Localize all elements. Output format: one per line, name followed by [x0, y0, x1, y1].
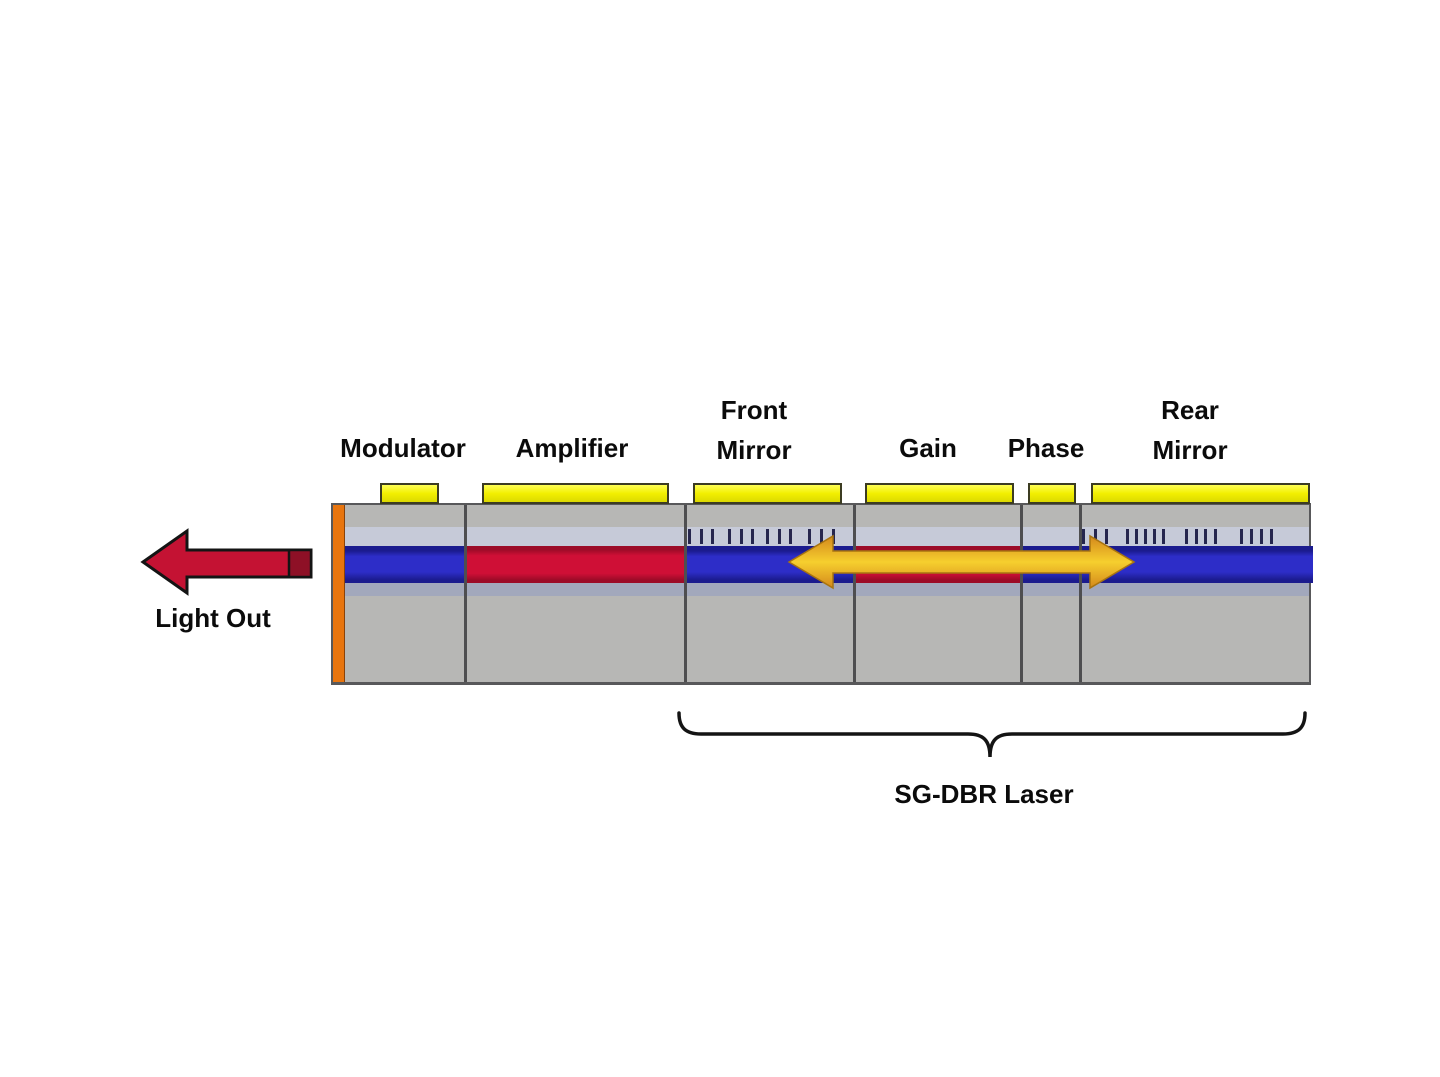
rear-mirror-grating-group: [1082, 529, 1108, 544]
grating-tick: [1105, 529, 1108, 544]
modulator-waveguide: [333, 546, 465, 583]
grating-tick: [820, 529, 823, 544]
section-divider: [684, 505, 687, 682]
light-out-label: Light Out: [155, 603, 271, 633]
rear-mirror-contact-pad: [1091, 483, 1310, 504]
grating-tick: [1093, 529, 1097, 544]
grating-tick: [1144, 529, 1147, 544]
grating-tick: [1240, 529, 1243, 544]
grating-tick: [1250, 529, 1253, 544]
phase-contact-pad: [1028, 483, 1076, 504]
grating-tick: [1185, 529, 1188, 544]
section-divider: [1020, 505, 1023, 682]
light-out-arrow: [140, 528, 313, 596]
grating-tick: [777, 529, 781, 544]
grating-tick: [751, 529, 754, 544]
phase-waveguide: [1021, 546, 1080, 583]
phase-label: Phase: [1007, 433, 1085, 463]
light-out-arrow-tail-segment: [287, 548, 313, 579]
front-mirror-grating-group: [808, 529, 835, 544]
waveguide-cladding-lower: [333, 583, 1309, 596]
front-mirror-grating-group: [728, 529, 754, 544]
rear-mirror-grating-group: [1126, 529, 1165, 544]
grating-tick: [688, 529, 691, 544]
grating-tick: [832, 529, 835, 544]
rear-mirror-label: Rear Mirror: [1152, 395, 1228, 465]
grating-tick: [728, 529, 731, 544]
grating-tick: [739, 529, 743, 544]
rear-mirror-waveguide: [1080, 546, 1313, 583]
gain-contact-pad: [865, 483, 1014, 504]
light-out-arrow-shape: [140, 528, 313, 596]
grating-tick: [1126, 529, 1129, 544]
sg-dbr-laser-label: SG-DBR Laser: [894, 779, 1074, 809]
grating-tick: [1082, 529, 1085, 544]
amplifier-label: Amplifier: [515, 433, 629, 463]
modulator-contact-pad: [380, 483, 439, 504]
laser-chip: [331, 483, 1313, 685]
grating-tick: [1153, 529, 1156, 544]
sg-dbr-brace: [677, 711, 1307, 758]
grating-tick: [1162, 529, 1165, 544]
grating-tick: [1270, 529, 1273, 544]
modulator-label: Modulator: [340, 433, 466, 463]
output-facet: [333, 505, 345, 682]
grating-tick: [699, 529, 703, 544]
gain-waveguide: [854, 546, 1021, 583]
grating-tick: [1194, 529, 1198, 544]
front-mirror-grating-group: [766, 529, 792, 544]
grating-tick: [1213, 529, 1217, 544]
grating-tick: [766, 529, 769, 544]
rear-mirror-grating-group: [1240, 529, 1273, 544]
section-divider: [853, 505, 856, 682]
front-mirror-grating-group: [688, 529, 714, 544]
grating-tick: [711, 529, 714, 544]
grating-tick: [1135, 529, 1138, 544]
gain-label: Gain: [899, 433, 957, 463]
grating-tick: [1204, 529, 1208, 544]
amplifier-waveguide: [465, 546, 685, 583]
grating-tick: [789, 529, 792, 544]
section-divider: [1079, 505, 1082, 682]
front-mirror-contact-pad: [693, 483, 842, 504]
rear-mirror-grating-group: [1185, 529, 1217, 544]
front-mirror-waveguide: [685, 546, 854, 583]
grating-tick: [808, 529, 811, 544]
section-divider: [464, 505, 467, 682]
front-mirror-label: Front Mirror: [716, 395, 792, 465]
amplifier-contact-pad: [482, 483, 669, 504]
grating-tick: [1260, 529, 1263, 544]
